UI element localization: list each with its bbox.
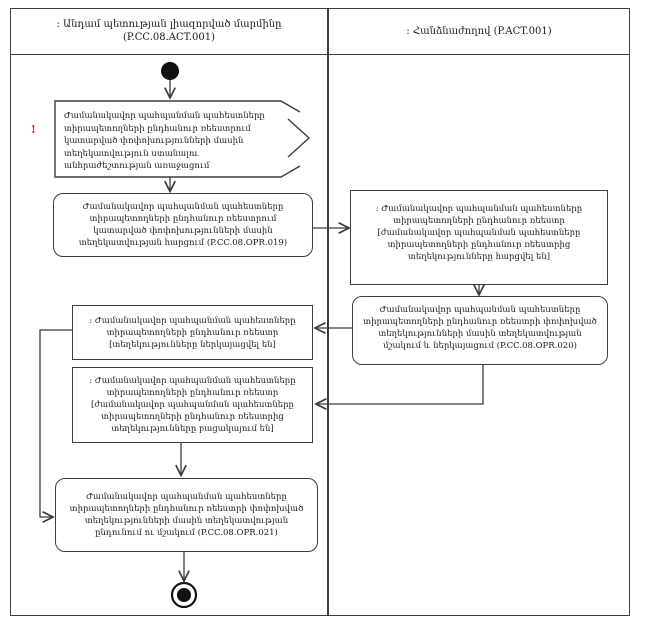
- error-marker: !: [31, 123, 36, 136]
- action-opr020: Ժամանակավոր պահպանման պահեստները տիրապետ…: [352, 296, 608, 365]
- swimlane-frame: [10, 8, 630, 616]
- lane-header-underline: [10, 53, 630, 55]
- swimlane-divider: [327, 8, 329, 616]
- object-registry-requested: : Ժամանակավոր պահպանման պահեստները տիրապ…: [350, 190, 608, 285]
- action-opr019-label: Ժամանակավոր պահպանման պահեստները տիրապետ…: [78, 202, 288, 248]
- object-registry-missing-label: : Ժամանակավոր պահպանման պահեստները տիրապ…: [89, 376, 296, 434]
- action-opr020-label: Ժամանակավոր պահպանման պահեստները տիրապետ…: [363, 305, 597, 351]
- object-registry-presented-label: : Ժամանակավոր պահպանման պահեստները տիրապ…: [89, 315, 296, 350]
- send-signal-label: Ժամանակավոր պահպանման պահեստները տիրապետ…: [64, 111, 265, 171]
- lane-title: : Հանձնաժողով (P.ACT.001): [406, 25, 552, 37]
- action-opr021: Ժամանակավոր պահպանման պահեստները տիրապետ…: [55, 478, 318, 552]
- action-opr021-label: Ժամանակավոր պահպանման պահեստները տիրապետ…: [69, 492, 304, 538]
- object-registry-requested-label: : Ժամանակավոր պահպանման պահեստները տիրապ…: [375, 204, 583, 262]
- lane-header-authorized-body: : Անդամ պետության լիազորված մարմինը (P.C…: [10, 8, 328, 54]
- lane-title: : Անդամ պետության լիազորված մարմինը (P.C…: [56, 19, 282, 43]
- lane-header-commission: : Հանձնաժողով (P.ACT.001): [328, 8, 630, 54]
- object-registry-presented: : Ժամանակավոր պահպանման պահեստները տիրապ…: [72, 305, 313, 360]
- action-opr019: Ժամանակավոր պահպանման պահեստները տիրապետ…: [53, 193, 313, 257]
- object-registry-missing: : Ժամանակավոր պահպանման պահեստները տիրապ…: [72, 367, 313, 443]
